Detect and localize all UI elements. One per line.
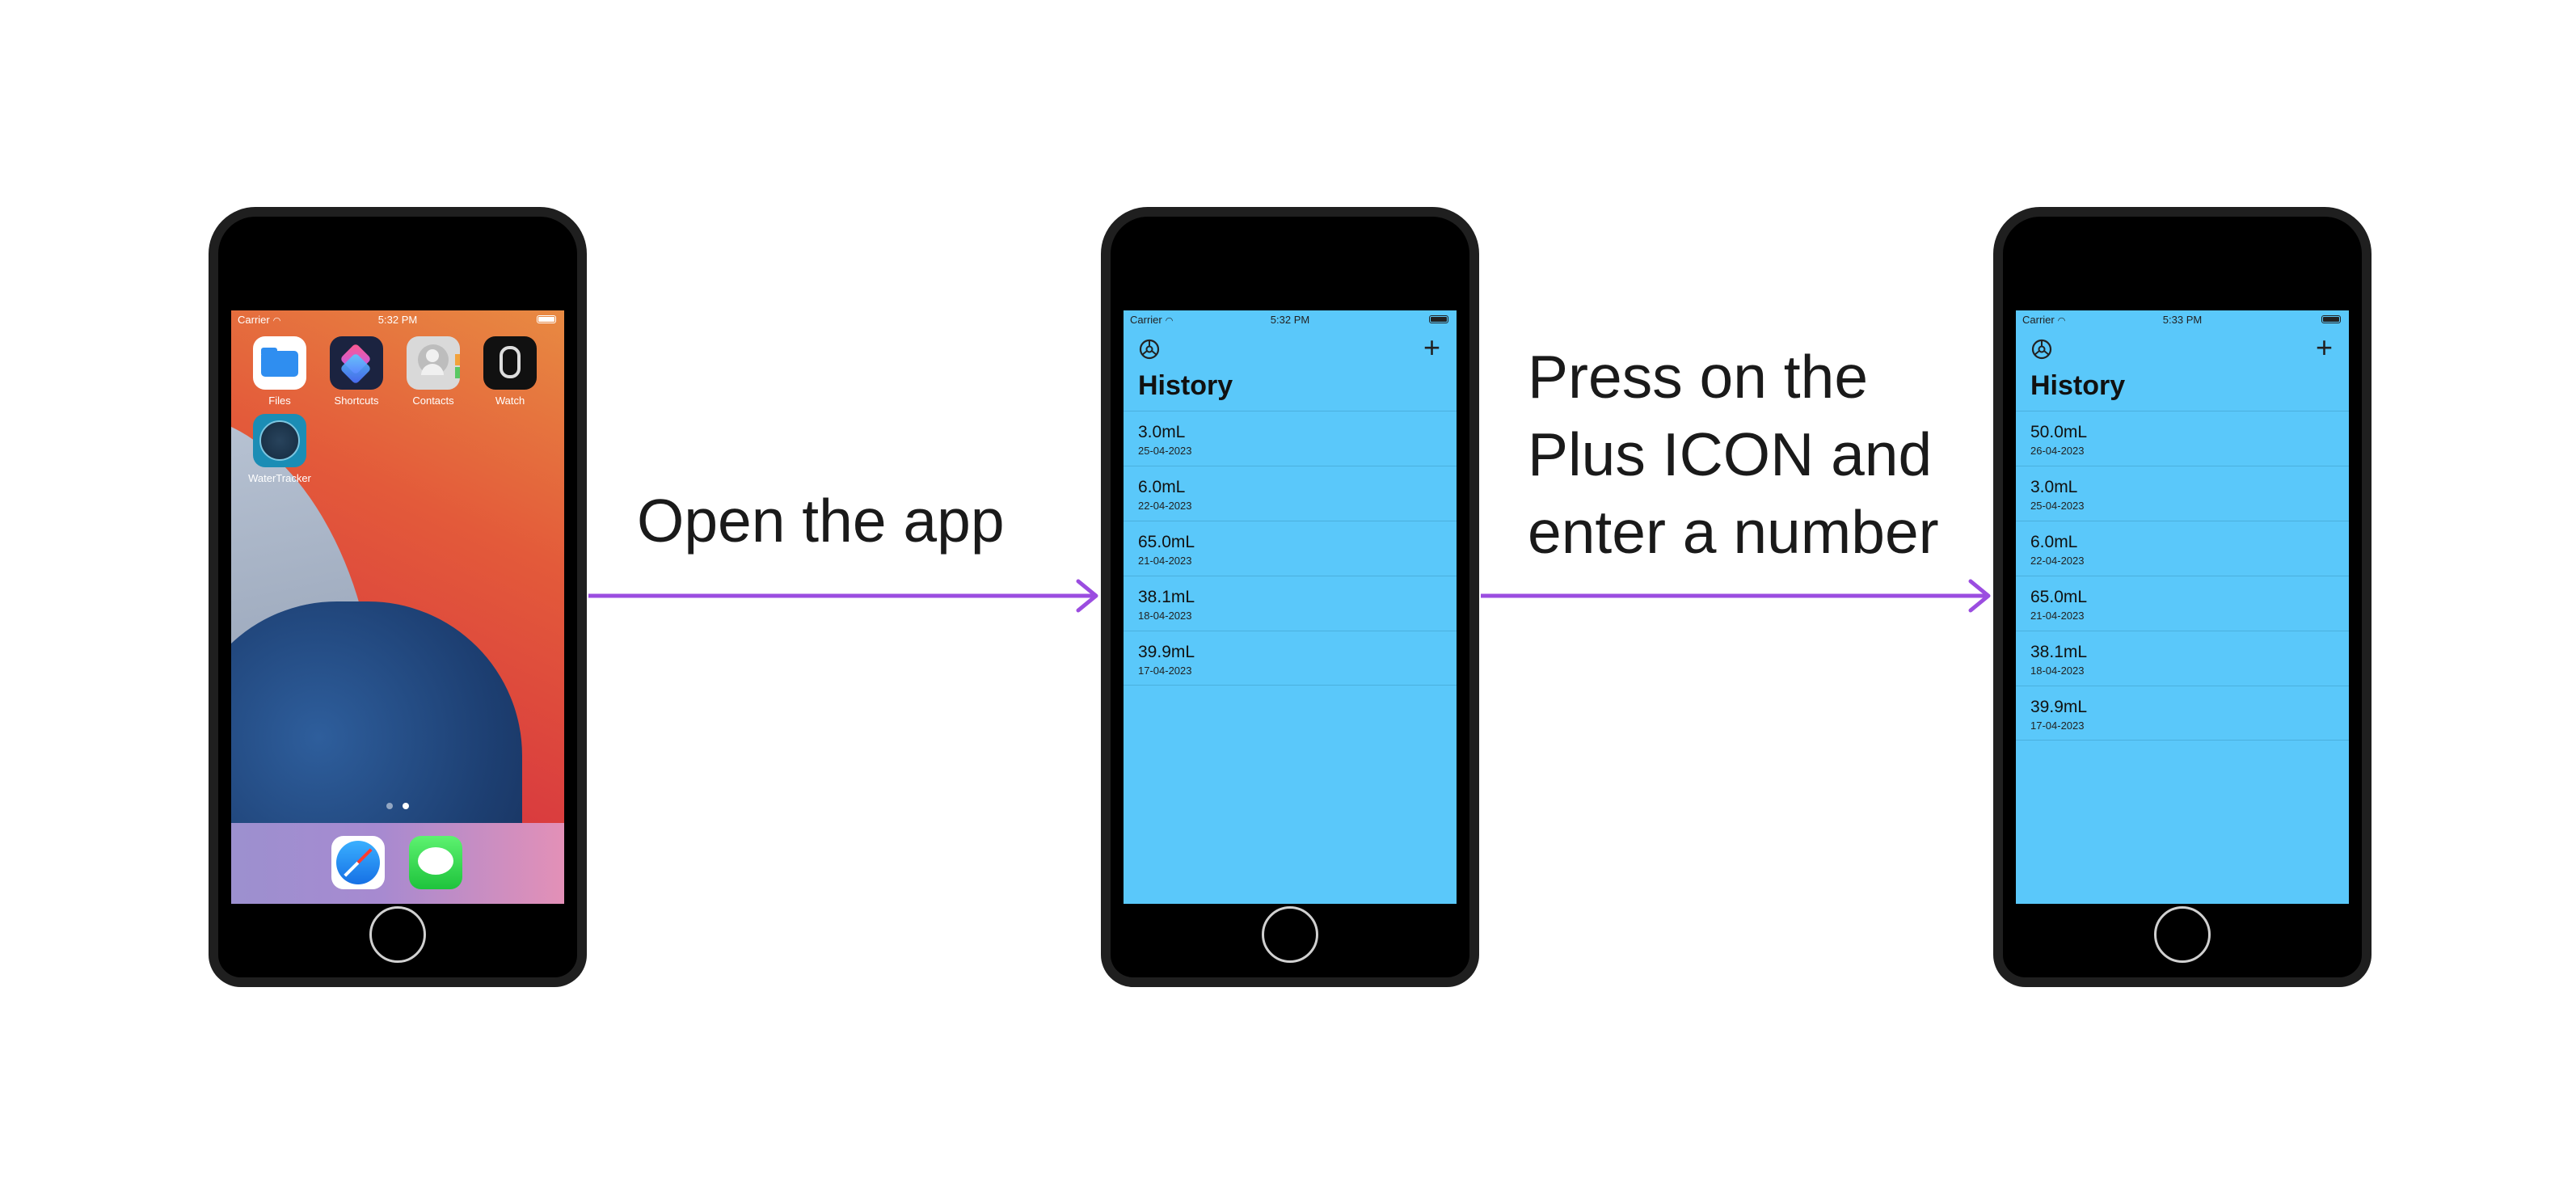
entry-date: 25-04-2023 (2030, 500, 2085, 512)
caption-line: Plus ICON and (1528, 420, 1933, 488)
step-caption: Press on the Plus ICON and enter a numbe… (1528, 338, 1939, 571)
wifi-icon: ◠ (272, 316, 281, 326)
dock (231, 823, 564, 904)
entry-amount: 38.1mL (2030, 643, 2088, 661)
arrow-right-icon (588, 579, 1098, 613)
app-files[interactable]: Files (246, 336, 314, 407)
app-label: Files (268, 395, 291, 407)
entry-date: 18-04-2023 (2030, 665, 2085, 677)
status-bar: Carrier◠ 5:32 PM (231, 310, 564, 328)
entry-date: 25-04-2023 (1138, 445, 1192, 457)
entry-amount: 39.9mL (1138, 643, 1195, 661)
add-entry-button[interactable]: + (1423, 331, 1440, 364)
app-screen: Carrier◠ 5:33 PM + History 50.0mL 26-04-2… (2016, 310, 2349, 904)
settings-icon[interactable] (2030, 338, 2053, 361)
phone-app-history-updated: Carrier◠ 5:33 PM + History 50.0mL 26-04-2… (1993, 207, 2372, 987)
page-title: History (1138, 370, 1233, 401)
app-label: WaterTracker (248, 472, 311, 484)
entry-date: 26-04-2023 (2030, 445, 2085, 457)
entry-date: 21-04-2023 (2030, 610, 2085, 622)
status-time: 5:32 PM (377, 314, 418, 326)
status-time: 5:33 PM (2162, 314, 2203, 326)
entry-amount: 38.1mL (1138, 588, 1195, 606)
caption-line: enter a number (1528, 498, 1939, 566)
list-item[interactable]: 39.9mL 17-04-2023 (1124, 631, 1457, 686)
list-item[interactable]: 65.0mL 21-04-2023 (1124, 521, 1457, 576)
list-item[interactable]: 3.0mL 25-04-2023 (2016, 466, 2349, 521)
watch-icon (483, 336, 537, 390)
list-item[interactable]: 50.0mL 26-04-2023 (2016, 411, 2349, 466)
app-watch[interactable]: Watch (476, 336, 544, 407)
app-shortcuts[interactable]: Shortcuts (323, 336, 390, 407)
entry-amount: 39.9mL (2030, 698, 2088, 716)
history-list: 3.0mL 25-04-2023 6.0mL 22-04-2023 65.0mL 21… (1124, 411, 1457, 686)
status-bar: Carrier◠ 5:32 PM (1124, 310, 1457, 328)
wifi-icon: ◠ (2057, 316, 2066, 326)
app-screen: Carrier◠ 5:32 PM + History 3.0mL 25-04-20… (1124, 310, 1457, 904)
home-screen: Carrier◠ 5:32 PM Files Shortcuts (231, 310, 564, 904)
history-list: 50.0mL 26-04-2023 3.0mL 25-04-2023 6.0mL 22… (2016, 411, 2349, 741)
entry-amount: 50.0mL (2030, 423, 2088, 441)
home-button[interactable] (1262, 906, 1318, 963)
phone-home-screen: Carrier◠ 5:32 PM Files Shortcuts (209, 207, 587, 987)
app-watertracker[interactable]: WaterTracker (246, 414, 314, 484)
list-item[interactable]: 38.1mL 18-04-2023 (2016, 631, 2349, 686)
status-time: 5:32 PM (1270, 314, 1310, 326)
list-item[interactable]: 3.0mL 25-04-2023 (1124, 411, 1457, 466)
caption-line: Press on the (1528, 343, 1869, 411)
carrier-label: Carrier◠ (1130, 314, 1174, 326)
wifi-icon: ◠ (1165, 316, 1174, 326)
entry-amount: 6.0mL (1138, 478, 1186, 496)
home-button[interactable] (2154, 906, 2211, 963)
watertracker-icon (253, 414, 306, 467)
settings-icon[interactable] (1138, 338, 1161, 361)
carrier-label: Carrier◠ (2022, 314, 2066, 326)
list-item[interactable]: 38.1mL 18-04-2023 (1124, 576, 1457, 631)
files-icon (253, 336, 306, 390)
home-button[interactable] (369, 906, 426, 963)
entry-amount: 6.0mL (2030, 533, 2078, 551)
page-indicator[interactable] (231, 799, 564, 813)
messages-icon[interactable] (409, 836, 462, 889)
status-bar: Carrier◠ 5:33 PM (2016, 310, 2349, 328)
entry-date: 17-04-2023 (1138, 665, 1192, 677)
step-caption: Open the app (637, 487, 1005, 555)
entry-amount: 65.0mL (2030, 588, 2088, 606)
add-entry-button[interactable]: + (2315, 331, 2333, 364)
list-item[interactable]: 65.0mL 21-04-2023 (2016, 576, 2349, 631)
list-item[interactable]: 6.0mL 22-04-2023 (1124, 466, 1457, 521)
app-label: Contacts (412, 395, 454, 407)
carrier-label: Carrier◠ (238, 314, 281, 326)
safari-icon[interactable] (331, 836, 385, 889)
entry-date: 18-04-2023 (1138, 610, 1192, 622)
entry-date: 17-04-2023 (2030, 719, 2085, 732)
entry-date: 22-04-2023 (2030, 555, 2085, 567)
app-label: Shortcuts (334, 395, 379, 407)
entry-date: 21-04-2023 (1138, 555, 1192, 567)
contacts-icon (407, 336, 460, 390)
shortcuts-icon (330, 336, 383, 390)
list-item[interactable]: 6.0mL 22-04-2023 (2016, 521, 2349, 576)
entry-amount: 3.0mL (1138, 423, 1186, 441)
battery-icon (1429, 315, 1448, 323)
app-label: Watch (495, 395, 525, 407)
battery-icon (2321, 315, 2341, 323)
phone-app-history: Carrier◠ 5:32 PM + History 3.0mL 25-04-20… (1101, 207, 1479, 987)
arrow-right-icon (1481, 579, 1991, 613)
entry-date: 22-04-2023 (1138, 500, 1192, 512)
entry-amount: 65.0mL (1138, 533, 1195, 551)
battery-icon (537, 315, 556, 323)
list-item[interactable]: 39.9mL 17-04-2023 (2016, 686, 2349, 741)
app-contacts[interactable]: Contacts (399, 336, 467, 407)
page-title: History (2030, 370, 2126, 401)
entry-amount: 3.0mL (2030, 478, 2078, 496)
